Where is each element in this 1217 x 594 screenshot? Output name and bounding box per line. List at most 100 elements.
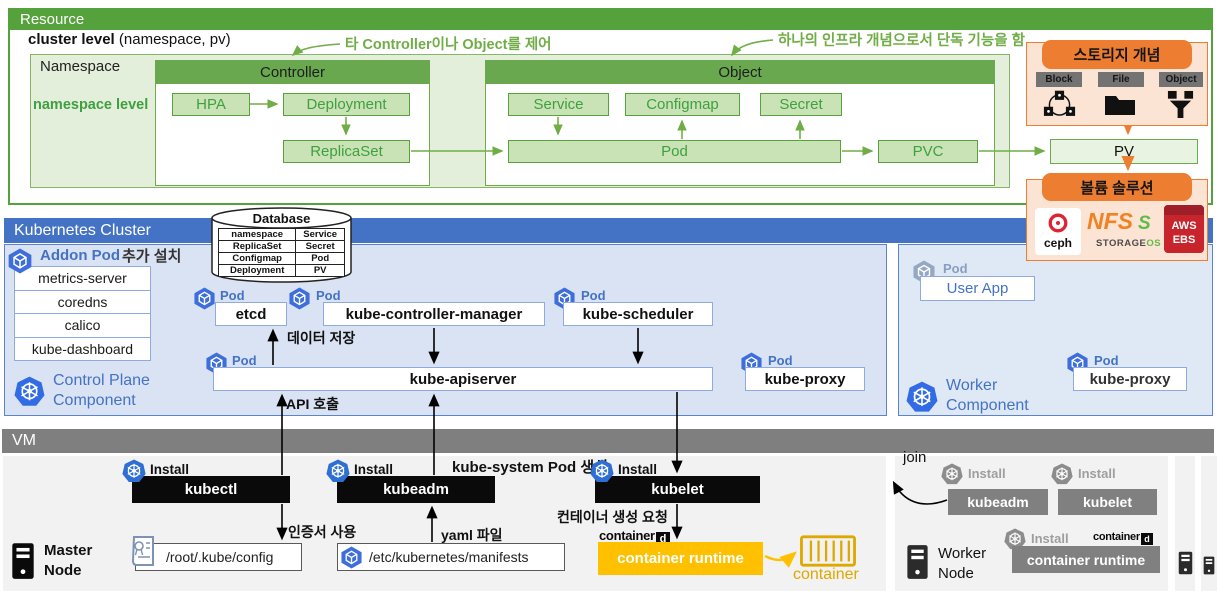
pc-tower-icon <box>904 544 931 580</box>
addon-list: metrics-server coredns calico kube-dashb… <box>14 266 151 361</box>
container-runtime-box: container runtime <box>598 542 763 575</box>
vm-section-header: VM <box>2 429 1214 453</box>
kubernetes-icon <box>941 463 963 485</box>
storage-concept-title: 스토리지 개념 <box>1042 40 1192 69</box>
db-cell: namespace <box>217 228 297 241</box>
worker-label-line1: Worker <box>946 377 998 394</box>
install-label: Install <box>1031 531 1069 546</box>
pod-box: Pod <box>508 140 841 163</box>
pc-tower-icon <box>10 542 36 580</box>
cluster-level-label: cluster level (namespace, pv) <box>28 31 231 48</box>
worker-kubeadm-box: kubeadm <box>948 489 1048 515</box>
db-cell: Deployment <box>217 264 297 277</box>
worker-label-line2: Component <box>946 397 1029 414</box>
addon-pod-label: Addon Pod <box>40 247 120 264</box>
resource-section-header: Resource <box>8 8 1213 30</box>
namespace-label: Namespace <box>40 58 121 75</box>
replicaset-box: ReplicaSet <box>283 140 410 163</box>
container-label: container <box>793 566 859 583</box>
storage-type-file: File <box>1098 72 1144 87</box>
annotation-controller: 타 Controller이나 Object를 제어 <box>345 37 552 53</box>
worker-node-label-line1: Worker <box>938 545 987 562</box>
etcd-box: etcd <box>215 302 287 326</box>
file-storage-icon <box>1104 92 1136 116</box>
kubelet-box: kubelet <box>595 476 760 503</box>
yaml-file-label: yaml 파일 <box>441 527 503 543</box>
kubernetes-icon <box>14 376 45 407</box>
pod-icon <box>288 287 311 310</box>
master-node-label-line2: Node <box>44 562 82 579</box>
pod-icon <box>340 546 363 569</box>
pod-badge: Pod <box>768 353 793 368</box>
certificate-icon <box>129 535 157 569</box>
pod-badge: Pod <box>1094 353 1119 368</box>
db-cell: Secret <box>295 240 345 253</box>
kubernetes-icon <box>590 459 614 483</box>
control-plane-label-line2: Component <box>53 392 136 409</box>
cluster-section-header: Kubernetes Cluster <box>4 218 1213 243</box>
kubernetes-icon <box>122 459 146 483</box>
manifests-path-box: /etc/kubernetes/manifests <box>337 543 565 571</box>
control-plane-label-line1: Control Plane <box>53 372 150 389</box>
controller-group-header: Controller <box>155 60 430 84</box>
kubernetes-icon <box>326 459 350 483</box>
deployment-box: Deployment <box>283 93 410 116</box>
master-node-label-line1: Master <box>44 542 93 559</box>
vm-title: VM <box>12 432 36 449</box>
addon-item: metrics-server <box>15 267 150 291</box>
container-icon <box>799 533 857 569</box>
db-cell: Pod <box>295 252 345 265</box>
namespace-level-label: namespace level <box>33 97 149 113</box>
kube-system-label: kube-system Pod 생성 <box>452 459 608 476</box>
kube-scheduler-box: kube-scheduler <box>563 302 713 326</box>
nfs-logo: NFS <box>1087 208 1133 234</box>
block-storage-icon <box>1043 90 1076 118</box>
cluster-title: Kubernetes Cluster <box>14 221 151 239</box>
kubernetes-icon <box>1051 463 1073 485</box>
container-request-label: 컨테이너 생성 요청 <box>557 509 668 525</box>
kube-proxy-box: kube-proxy <box>745 367 865 391</box>
pvc-box: PVC <box>878 140 978 163</box>
install-label: Install <box>1078 466 1116 481</box>
install-label: Install <box>618 462 658 477</box>
hpa-box: HPA <box>172 93 250 116</box>
storageos-logo: STORAGEOS <box>1096 238 1162 249</box>
annotation-object: 하나의 인프라 개념으로서 단독 기능을 함 <box>778 33 1025 49</box>
addon-item: coredns <box>15 291 150 314</box>
aws-ebs-logo: AWS EBS <box>1164 205 1204 253</box>
pc-tower-icon <box>1178 551 1193 575</box>
database-title: Database <box>252 211 311 226</box>
object-group-header: Object <box>485 60 995 84</box>
kubernetes-icon <box>906 381 938 413</box>
install-label: Install <box>150 462 190 477</box>
addon-item: calico <box>15 314 150 338</box>
addon-sublabel: 추가 설치 <box>122 248 182 265</box>
db-cell: Service <box>295 228 345 241</box>
pod-badge: Pod <box>581 288 606 303</box>
user-app-box: User App <box>920 276 1035 301</box>
pc-tower-icon <box>1203 556 1215 575</box>
storage-type-object: Object <box>1159 72 1203 87</box>
pod-badge: Pod <box>316 288 341 303</box>
volume-solution-title: 볼륨 솔루션 <box>1042 173 1192 201</box>
kube-controller-manager-box: kube-controller-manager <box>323 302 545 326</box>
join-label: join <box>903 449 927 466</box>
kube-apiserver-box: kube-apiserver <box>213 367 713 391</box>
storageos-icon: S <box>1138 213 1151 234</box>
data-store-label: 데이터 저장 <box>287 330 356 346</box>
pod-badge: Pod <box>943 261 968 276</box>
worker-node-label-line2: Node <box>938 565 974 582</box>
secret-box: Secret <box>760 93 842 116</box>
install-label: Install <box>354 462 394 477</box>
configmap-box: Configmap <box>625 93 740 116</box>
db-cell: Configmap <box>217 252 297 265</box>
worker-kubelet-box: kubelet <box>1058 489 1157 515</box>
storage-type-block: Block <box>1036 72 1082 87</box>
pod-icon <box>7 248 33 274</box>
api-call-label: API 호출 <box>286 396 339 412</box>
pod-badge: Pod <box>232 353 257 368</box>
kubeadm-box: kubeadm <box>337 476 495 503</box>
addon-item: kube-dashboard <box>31 340 134 357</box>
